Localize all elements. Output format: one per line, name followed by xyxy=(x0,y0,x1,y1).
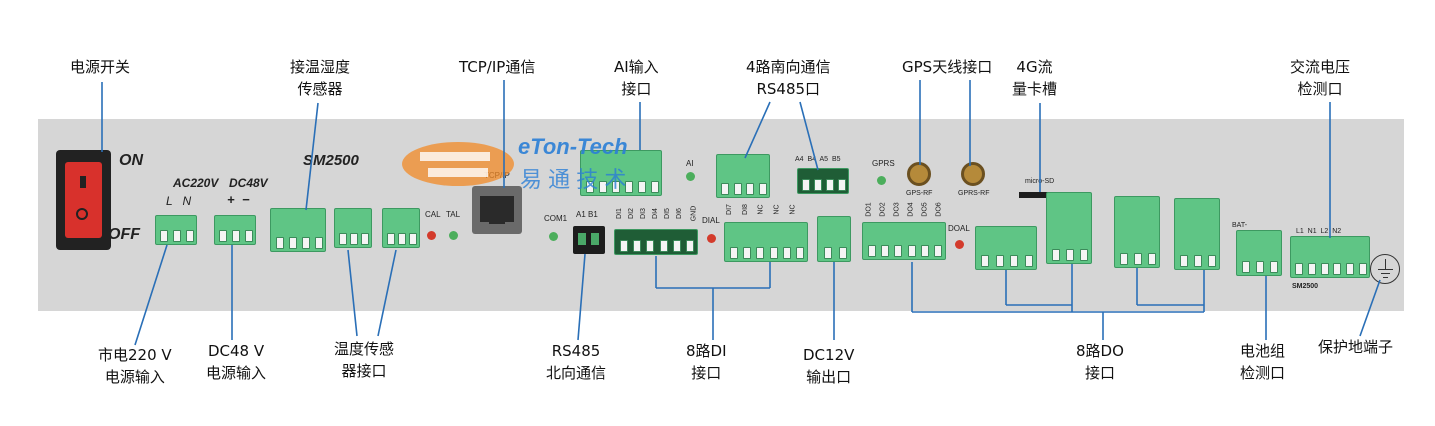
do-relay-2 xyxy=(1114,196,1160,268)
label-ground-terminal: 保护地端子 xyxy=(1318,338,1394,356)
gprs-silk: GPRS xyxy=(872,159,895,168)
label-ac-voltage-detect: 交流电压 检测口 xyxy=(1290,58,1351,98)
ethernet-port xyxy=(472,186,522,234)
ai-silk: AI xyxy=(686,159,694,168)
watermark-brand: eTon-Tech xyxy=(518,134,628,159)
gps-antenna-connector xyxy=(907,162,931,186)
model-small-silk: SM2500 xyxy=(1292,283,1319,290)
ac220-pins-silk: L N xyxy=(166,194,192,208)
do-terminal-block-1 xyxy=(862,222,946,260)
dc48-pins-silk: + − xyxy=(227,192,250,207)
ai-led xyxy=(686,172,695,181)
dc12-terminal xyxy=(817,216,851,262)
gprs-rf-silk: GPRS-RF xyxy=(958,190,990,197)
watermark-brand-cn: 易 通 技 术 xyxy=(520,167,627,192)
doal-silk: DOAL xyxy=(948,224,970,233)
cal-led xyxy=(427,231,436,240)
do-terminal-block-2 xyxy=(975,226,1037,270)
di-pin-label: DI5 xyxy=(663,208,671,219)
dc48-terminal xyxy=(214,215,256,245)
ac-detect-terminal xyxy=(1290,236,1370,278)
temp-sensor-terminal-2 xyxy=(382,208,420,248)
com1-silk: COM1 xyxy=(544,214,568,223)
di-pin-label: GND xyxy=(690,205,698,222)
label-temp-sensor-port: 温度传感 器接口 xyxy=(334,340,395,380)
do-pin-label: DO5 xyxy=(921,202,929,217)
temp-humidity-terminal xyxy=(270,208,326,252)
label-dc12-output: DC12V 输出口 xyxy=(803,346,855,386)
tal-led xyxy=(449,231,458,240)
ac220-terminal xyxy=(155,215,197,245)
do-pin-label: DO6 xyxy=(935,202,943,217)
ac-detect-pins-silk: L1 N1 L2 N2 xyxy=(1296,228,1342,235)
dc48-silk: DC48V xyxy=(229,176,268,190)
ai-terminal xyxy=(580,150,662,196)
switch-on-label: ON xyxy=(119,152,143,169)
battery-terminal xyxy=(1236,230,1282,276)
switch-off-label: OFF xyxy=(108,226,140,243)
eton-tech-logo xyxy=(402,142,514,186)
di-terminal-block-1 xyxy=(614,229,698,255)
di-pin-label: DI2 xyxy=(627,208,635,219)
di-pin-label: DI6 xyxy=(675,208,683,219)
com1-led xyxy=(549,232,558,241)
ground-symbol-icon xyxy=(1370,254,1400,284)
south-pins-silk: A4 B4 A5 B5 xyxy=(795,156,841,163)
di-extra-pin-label: NC xyxy=(773,204,781,215)
do-pin-label: DO4 xyxy=(907,202,915,217)
power-rocker-switch xyxy=(56,150,111,250)
do-pin-label: DO1 xyxy=(865,202,873,217)
tal-silk: TAL xyxy=(446,210,461,219)
dial-led xyxy=(707,234,716,243)
dial-silk: DIAL xyxy=(702,216,720,225)
di-pin-label: DI4 xyxy=(651,208,659,219)
bat-silk: BAT- xyxy=(1232,222,1248,229)
label-do-8ch: 8路DO 接口 xyxy=(1076,342,1124,382)
do-relay-3 xyxy=(1174,198,1220,270)
label-rs485-south: 4路南向通信 RS485口 xyxy=(746,58,831,98)
label-4g-card-slot: 4G流 量卡槽 xyxy=(1012,58,1058,98)
rs485-south-terminal-2 xyxy=(797,168,849,194)
di-extra-pin-label: NC xyxy=(789,204,797,215)
rs485-north-port xyxy=(573,226,605,254)
sim-card-slot xyxy=(1019,192,1065,198)
label-tcpip-comm: TCP/IP通信 xyxy=(459,58,536,76)
cal-silk: CAL xyxy=(425,210,441,219)
di-extra-pin-label: NC xyxy=(757,204,765,215)
label-rs485-north: RS485 北向通信 xyxy=(546,342,607,382)
gprs-led xyxy=(877,176,886,185)
do-relay-1 xyxy=(1046,192,1092,264)
label-gps-antenna: GPS天线接口 xyxy=(902,58,993,76)
di-pin-label: DI3 xyxy=(639,208,647,219)
di-extra-pin-label: DI7 xyxy=(725,204,733,215)
label-di-8ch: 8路DI 接口 xyxy=(686,342,727,382)
a1b1-silk: A1 B1 xyxy=(576,210,598,219)
di-pin-label: DI1 xyxy=(615,208,623,219)
label-ai-input: AI输入 接口 xyxy=(614,58,659,98)
do-pin-label: DO2 xyxy=(879,202,887,217)
ac220-silk: AC220V xyxy=(173,176,219,190)
model-silk: SM2500 xyxy=(303,152,359,169)
doal-led xyxy=(955,240,964,249)
temp-sensor-terminal-1 xyxy=(334,208,372,248)
label-ac220-input: 市电220 V 电源输入 xyxy=(98,346,172,386)
rs485-south-terminal-1 xyxy=(716,154,770,198)
di-extra-pin-label: DI8 xyxy=(741,204,749,215)
label-dc48-input: DC48 V 电源输入 xyxy=(206,342,267,382)
label-battery-detect: 电池组 检测口 xyxy=(1240,342,1286,382)
label-power-switch: 电源开关 xyxy=(70,58,131,76)
label-temp-humidity-sensor: 接温湿度 传感器 xyxy=(290,58,351,98)
gprs-antenna-connector xyxy=(961,162,985,186)
do-pin-label: DO3 xyxy=(893,202,901,217)
di-terminal-block-2 xyxy=(724,222,808,262)
gps-rf-silk: GPS-RF xyxy=(906,190,933,197)
